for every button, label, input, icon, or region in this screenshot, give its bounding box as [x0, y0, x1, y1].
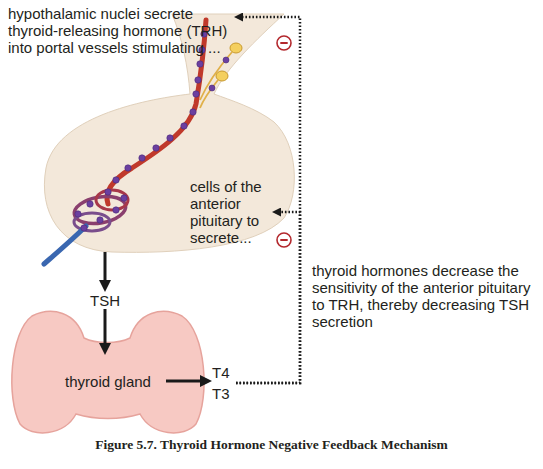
hormone-node: T4T3 [212, 362, 236, 404]
trh-dot [113, 207, 119, 213]
flow-arrow [104, 309, 107, 348]
trh-dot [105, 189, 111, 195]
trh-dot [153, 145, 159, 151]
node-text: thyroid gland [65, 373, 151, 390]
trh-dot [190, 109, 196, 115]
thyroid-illustration [12, 311, 204, 432]
neuron-cell [216, 71, 228, 81]
inhibit-symbol [280, 42, 287, 44]
trh-dot [197, 61, 203, 67]
feedback-arrow [236, 17, 300, 383]
hormone-node: TSH [85, 292, 125, 309]
trh-dot [181, 123, 187, 129]
node-text: T3 [212, 383, 236, 404]
trh-dot [113, 177, 119, 183]
trh-dot [167, 135, 173, 141]
trh-dot [75, 211, 81, 217]
inhibit-symbol [277, 233, 291, 247]
trh-dot [193, 91, 199, 97]
thyroid-gland: thyroid gland [50, 355, 166, 407]
trh-dot [195, 77, 201, 83]
trh-dot [209, 85, 215, 91]
node-text: T4 [212, 362, 236, 383]
neuron-axon [200, 80, 218, 108]
trh-dot [97, 217, 103, 223]
anterior-pituitary: cells of the anterior pituitary to secre… [40, 110, 272, 252]
vein-vessel [44, 226, 86, 264]
inhibit-symbol [277, 36, 291, 50]
trh-dot [139, 155, 145, 161]
trh-dot [81, 225, 87, 231]
capillary-loop [96, 190, 128, 210]
trh-dot [121, 195, 127, 201]
trh-dot [125, 165, 131, 171]
trh-dot [87, 201, 93, 207]
neuron-cell [230, 43, 242, 53]
inhibit-symbol [280, 239, 287, 241]
node-text: cells of the anterior pituitary to secre… [190, 178, 272, 246]
node-text: hypothalamic nuclei secrete thyroid-rele… [8, 5, 234, 56]
node-text: TSH [85, 292, 125, 309]
annotation-text: thyroid hormones decrease the sensitivit… [312, 262, 536, 330]
trh-dot [223, 57, 229, 63]
flow-arrow [166, 380, 205, 383]
hypothalamus-note: hypothalamic nuclei secrete thyroid-rele… [8, 5, 234, 56]
figure-caption: Figure 5.7. Thyroid Hormone Negative Fee… [0, 437, 543, 453]
flow-arrow [104, 252, 107, 285]
